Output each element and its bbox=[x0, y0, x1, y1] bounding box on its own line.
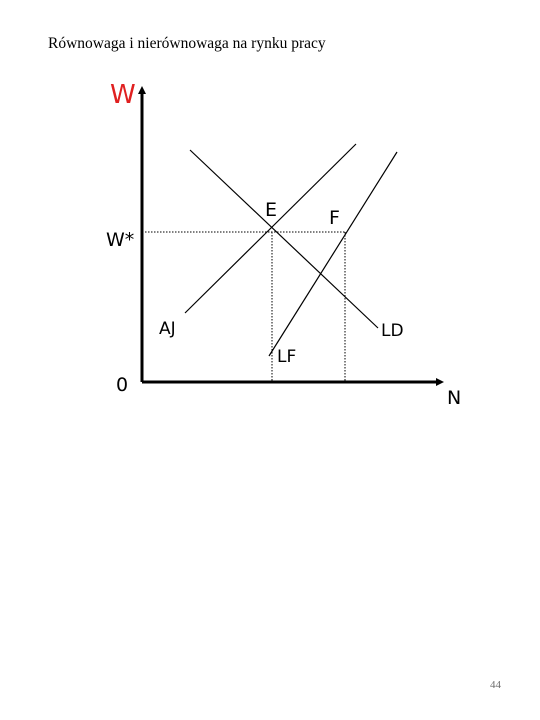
origin-label: 0 bbox=[116, 374, 128, 396]
point-e-label: E bbox=[265, 199, 277, 221]
lf-curve bbox=[268, 151, 398, 357]
y-axis-label: W bbox=[110, 80, 136, 110]
aj-curve-label: AJ bbox=[159, 319, 176, 339]
ld-curve bbox=[189, 149, 379, 329]
aj-curve bbox=[184, 143, 357, 314]
point-f-label: F bbox=[329, 207, 340, 229]
lf-curve-label: LF bbox=[277, 347, 296, 367]
page-number: 44 bbox=[490, 679, 501, 691]
ld-curve-label: LD bbox=[381, 321, 404, 341]
x-axis-label: N bbox=[447, 387, 461, 409]
wage-level-label: W* bbox=[106, 229, 134, 251]
page-title: Równowaga i nierównowaga na rynku pracy bbox=[48, 35, 326, 52]
